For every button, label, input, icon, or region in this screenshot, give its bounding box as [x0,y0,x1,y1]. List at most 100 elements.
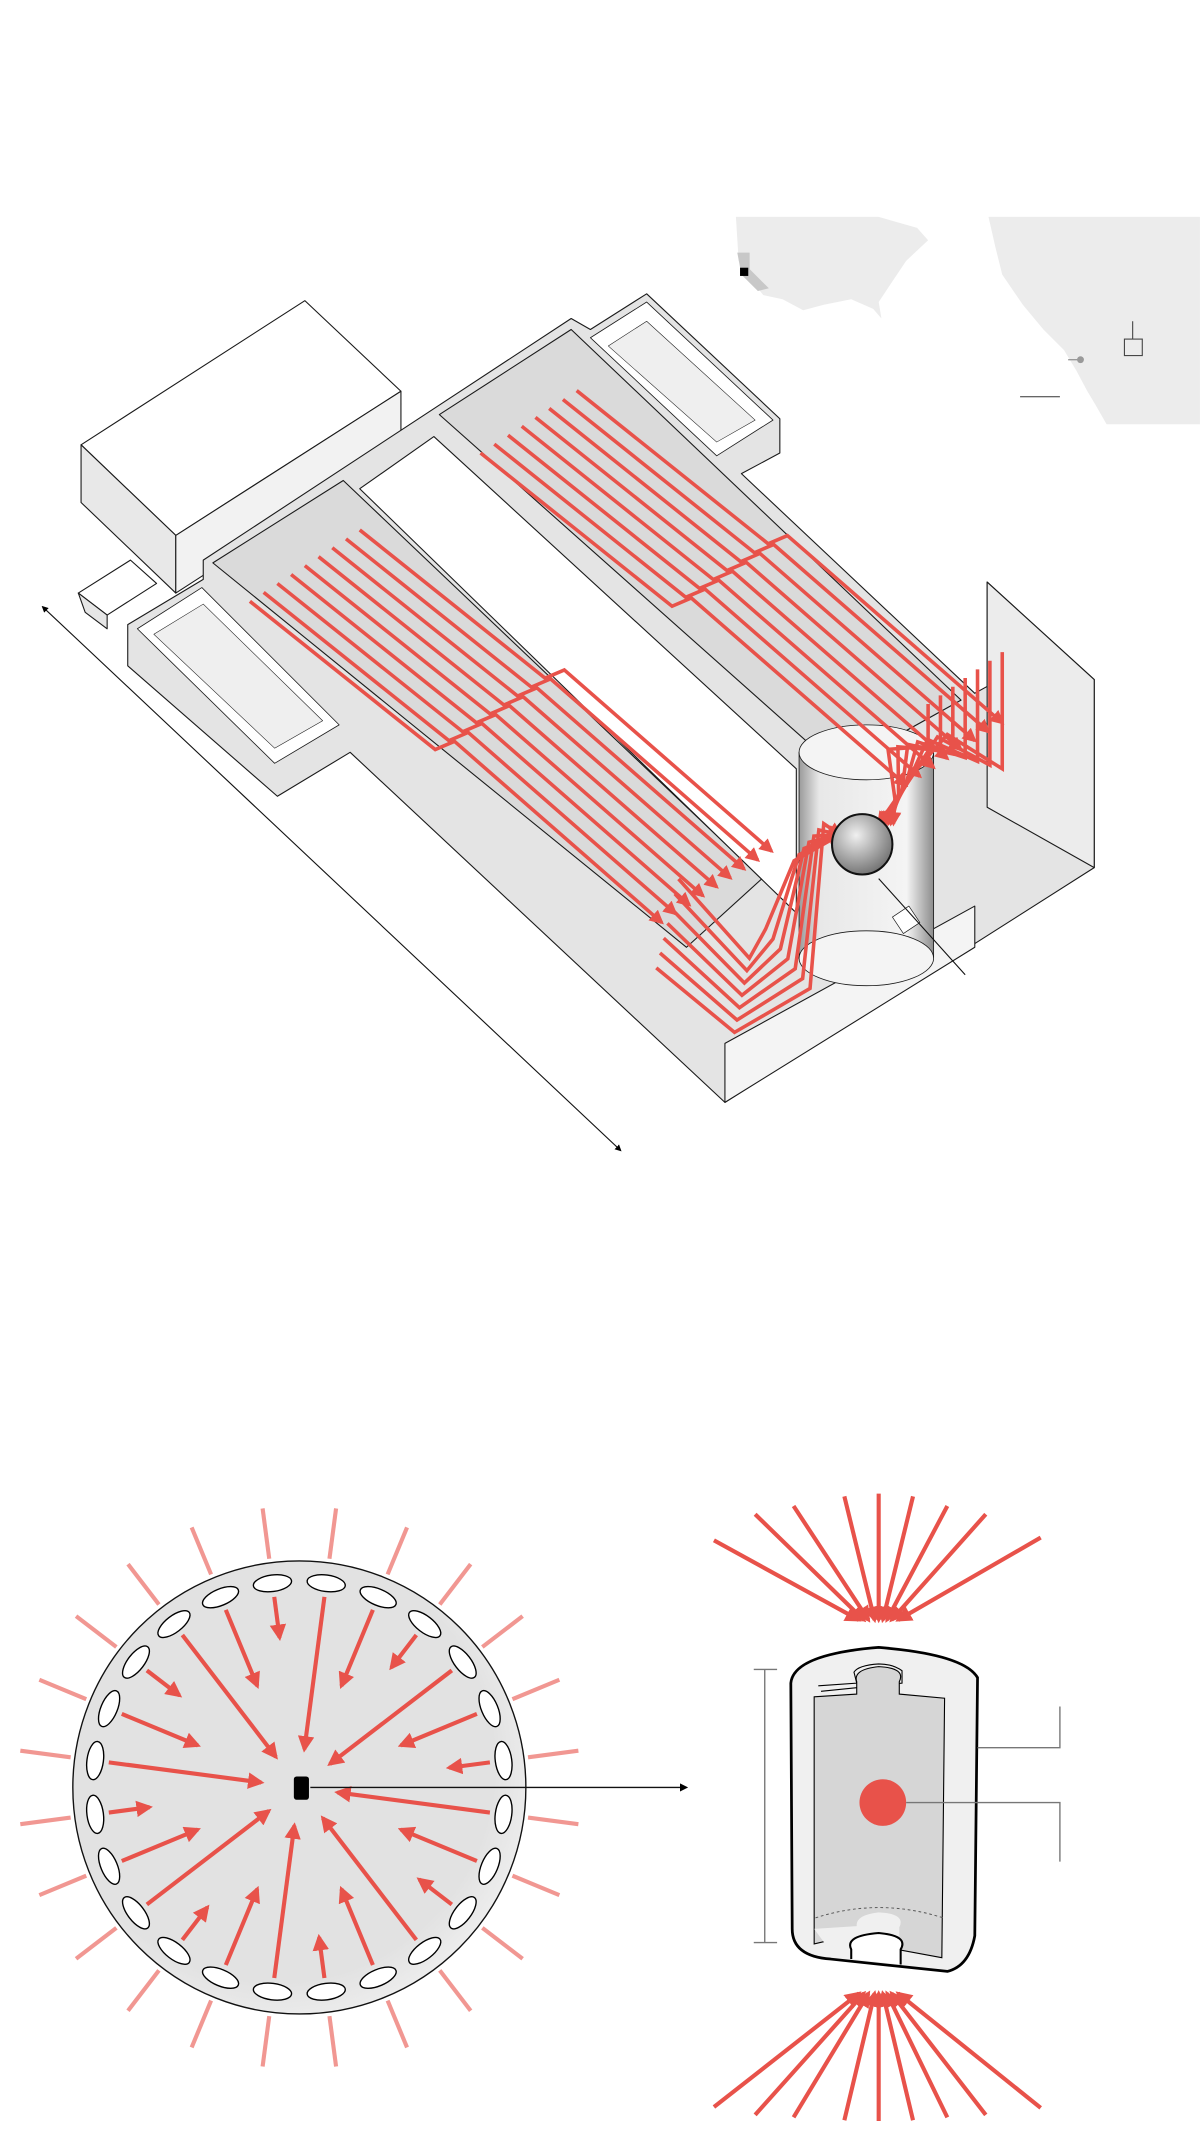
target-chamber-sphere [830,813,894,876]
beam-port-hole [306,1574,346,1593]
incoming-beam-fade [481,1614,524,1649]
beam-arrow [338,1609,375,1690]
incoming-beam-fade [38,1677,88,1702]
beam-arrow [180,1633,278,1760]
beam-arrow [312,1933,329,1979]
top-beam-arrow [712,1538,862,1622]
beam-port-hole [478,1847,501,1885]
routed-beam-lower [662,828,844,1010]
laser-beam [561,398,991,734]
laser-beam [534,415,964,752]
bottom-beam-arrow [791,1990,871,2119]
location-marker [740,267,749,276]
target-chamber-detail [20,1508,689,2067]
incoming-beam-fade [126,1969,161,2012]
beam-port-hole [121,1896,151,1930]
incoming-beam-fade [189,1526,213,1576]
beam-port-hole [448,1896,477,1930]
beam-arrow [223,1609,260,1690]
facility-marker [1123,338,1143,357]
beam-arrow [320,1815,418,1942]
beam-arrow [223,1885,260,1966]
beam-arrow [445,1757,491,1775]
laser-beam [493,442,923,779]
beam-port-hole [252,1982,293,2001]
beam-arrow [389,1633,418,1671]
beam-port-hole [252,1574,293,1593]
incoming-beam-fade [385,1526,409,1576]
length-dimension-line [41,605,622,1152]
bottom-beam-arrow [889,1990,988,2117]
beam-port-hole [359,1966,397,1989]
incoming-beam-fade [327,2015,339,2067]
california-highlight [737,252,769,292]
incoming-beam-fade [385,1999,409,2049]
beam-arrow [145,1808,272,1907]
beam-arrow [327,1668,454,1767]
hohlraum-target-marker [293,1776,309,1800]
beam-port-hole [478,1689,501,1728]
beam-port-hole [448,1645,477,1679]
top-beam-arrow [885,1505,950,1623]
beam-port-hole [121,1645,151,1679]
beam-port-hole [157,1936,191,1965]
incoming-beam-fade [126,1562,161,1606]
bay-area-locator-map [988,216,1200,425]
beam-port-hole [407,1936,442,1965]
top-beam-arrow [889,1512,988,1623]
beam-arrow [120,1711,201,1748]
incoming-beam-fade [481,1926,524,1961]
beam-port-hole [97,1689,121,1728]
top-beam-arrow [877,1495,916,1624]
beam-port-hole [306,1982,346,2001]
beam-arrow [108,1760,265,1789]
laser-beam [520,424,950,761]
hohlraum-leader-line [977,1706,1061,1749]
laser-beam [479,451,909,788]
top-beam-arrow [895,1535,1042,1622]
routed-beam-lower [673,833,843,974]
routed-beam-upper [885,703,930,827]
beam-arrow [397,1711,478,1748]
laser-beam [548,407,977,743]
beam-arrow [416,1877,454,1907]
top-beam-arrow [791,1504,871,1623]
incoming-beam-fade [438,1562,473,1606]
routed-beam-lower [658,825,844,1023]
top-beam-arrow [842,1495,880,1624]
bottom-beam-arrow [753,1990,867,2117]
capsule-leader-line [906,1801,1061,1862]
beam-port-hole [157,1609,191,1639]
laser-beam [506,433,936,770]
incoming-beam-fade [527,1748,579,1760]
fuel-capsule [859,1779,907,1826]
city-dot [1077,356,1084,364]
beam-arrow [338,1885,375,1966]
incoming-beam-fade [74,1614,118,1649]
beam-port-hole [407,1609,442,1639]
incoming-beam-fade [438,1969,473,2012]
incoming-beam-fade [511,1873,561,1898]
beam-arrow [108,1800,153,1818]
beam-port-hole [494,1794,513,1835]
incoming-beam-fade [527,1815,579,1827]
bottom-beam-arrow [712,1991,862,2109]
beam-arrow [269,1596,287,1641]
beam-port-hole [359,1585,397,1609]
beam-port-hole [85,1794,105,1835]
hohlraum-detail [712,1493,1061,2122]
routed-beam-lower [677,833,843,962]
beam-port-hole [97,1847,121,1885]
beam-arrow [145,1668,183,1698]
bottom-beam-arrow [842,1990,880,2121]
bottom-beam-arrow [895,1991,1042,2110]
incoming-beam-fade [20,1815,71,1827]
incoming-beam-fade [189,1999,213,2049]
beam-arrow [180,1904,210,1942]
beam-arrow [297,1596,327,1753]
chamber-leader-line [878,878,966,976]
incoming-beam-fade [327,1508,339,1560]
beam-port-hole [201,1966,240,1989]
bottom-beam-arrow [877,1990,916,2121]
